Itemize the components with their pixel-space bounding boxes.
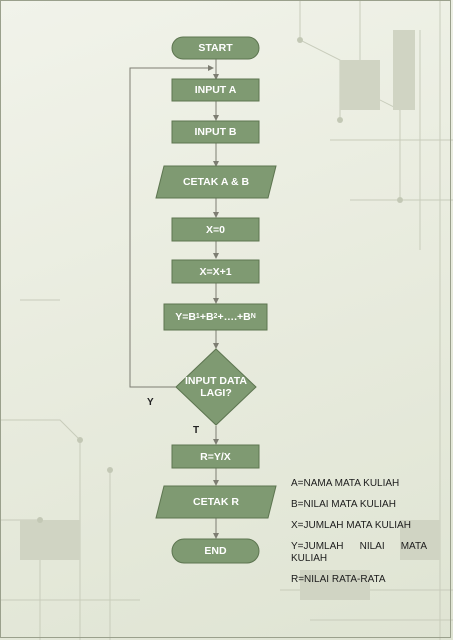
r-box <box>171 444 260 469</box>
decision-diamond <box>175 348 257 426</box>
edge-label-no: T <box>193 425 200 436</box>
end-label: END <box>204 545 227 557</box>
y-sum-text-a: Y=B <box>175 311 196 323</box>
start-label: START <box>198 42 233 54</box>
cetak-r-parallelogram <box>155 485 277 519</box>
cetak-ab-parallelogram <box>155 165 277 199</box>
input-a-box <box>171 78 260 102</box>
end-terminal <box>171 538 260 564</box>
y-sum-text-b: +B <box>199 311 214 323</box>
cetak-ab-label: CETAK A & B <box>182 176 250 188</box>
connectors <box>129 59 219 539</box>
edge-label-yes: Y <box>147 397 154 408</box>
cetak-r-label: CETAK R <box>193 496 239 508</box>
input-a-label: INPUT A <box>194 84 237 96</box>
r-label: R=Y/X <box>200 450 231 463</box>
legend: A=NAMA MATA KULIAH B=NILAI MATA KULIAH X… <box>291 478 427 595</box>
legend-item-b: B=NILAI MATA KULIAH <box>291 499 396 510</box>
legend-item-r: R=NILAI RATA-RATA <box>291 574 386 585</box>
x0-box <box>171 217 260 242</box>
connector-loop-back <box>129 65 214 388</box>
y-sum-box <box>163 303 268 331</box>
x-increment-label: X=X+1 <box>199 265 232 278</box>
input-b-box <box>171 120 260 144</box>
decision-line-2: LAGI? <box>200 387 232 399</box>
y-sum-text-c: +….+B <box>217 311 251 323</box>
decision-line-1: INPUT DATA <box>184 375 248 387</box>
input-b-label: INPUT B <box>194 126 237 138</box>
legend-item-y: Y=JUMLAH NILAI MATA KULIAH <box>291 541 427 564</box>
x0-label: X=0 <box>206 223 225 236</box>
x-increment-box <box>171 259 260 284</box>
legend-item-x: X=JUMLAH MATA KULIAH <box>291 520 411 531</box>
start-terminal <box>171 36 260 60</box>
legend-item-a: A=NAMA MATA KULIAH <box>291 478 400 489</box>
decision-label: INPUT DATA LAGI? <box>176 370 256 404</box>
